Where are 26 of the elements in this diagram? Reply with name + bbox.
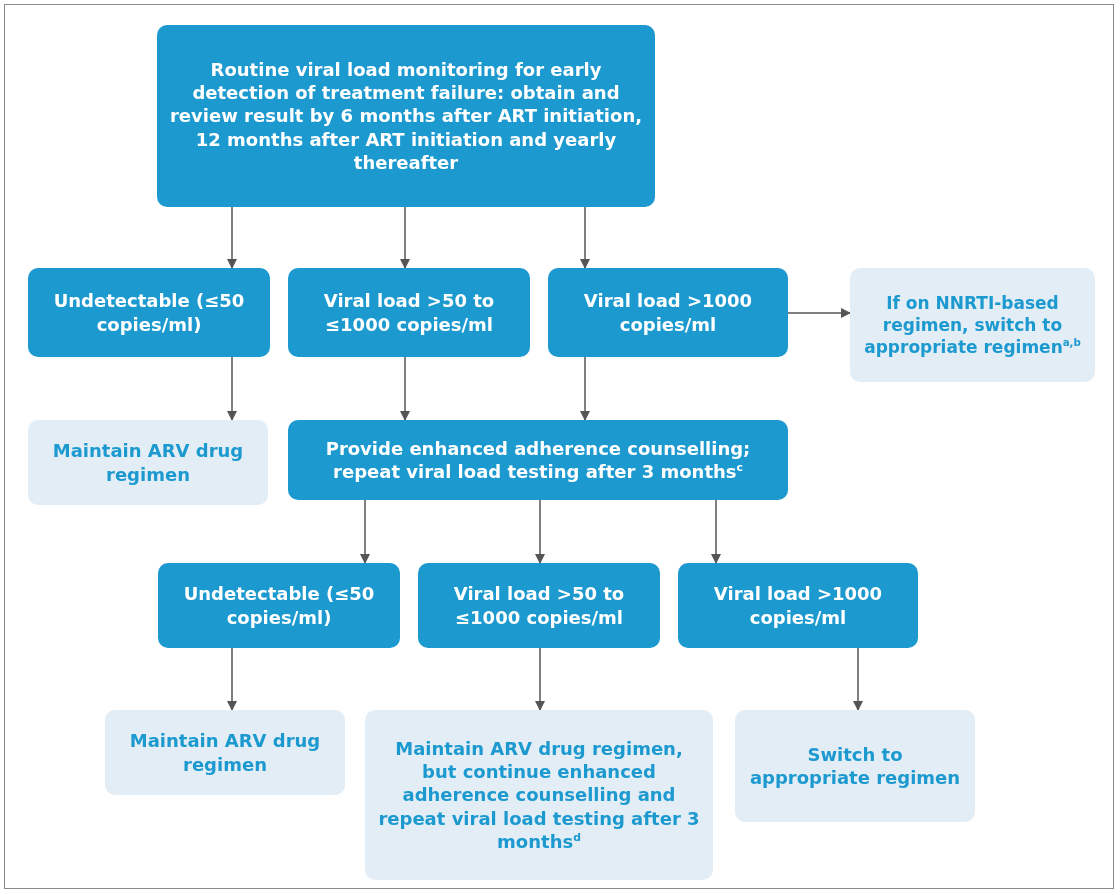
arrow — [535, 647, 545, 711]
outcome-box: If on NNRTI-based regimen, switch to appropriate regimen$^{a,b}$ — [850, 268, 1095, 382]
arrow — [360, 499, 370, 564]
process-box: Undetectable (≤50 copies/ml) — [158, 563, 400, 648]
process-box: Viral load >1000 copies/ml — [548, 268, 788, 357]
process-box: Viral load >1000 copies/ml — [678, 563, 918, 648]
outcome-box: Maintain ARV drug regimen — [105, 710, 345, 795]
arrow — [400, 206, 410, 269]
arrow — [711, 499, 721, 564]
arrow — [227, 356, 237, 421]
outcome-box: Maintain ARV drug regimen, but continue enhanced adherence counselling and repeat viral load testing after 3 months$^{d}$ — [365, 710, 713, 880]
arrow — [227, 647, 237, 711]
arrow — [400, 356, 410, 421]
outcome-box: Maintain ARV drug regimen — [28, 420, 268, 505]
process-box: Routine viral load monitoring for early detection of treatment failure: obtain and review result by 6 months after ART initiation, 12 months after ART initiation and yearly thereafter — [157, 25, 655, 207]
arrow — [580, 356, 590, 421]
arrow — [535, 499, 545, 564]
process-box: Viral load >50 to ≤1000 copies/ml — [418, 563, 660, 648]
process-box: Provide enhanced adherence counselling; repeat viral load testing after 3 months$^{c}$ — [288, 420, 788, 500]
process-box: Undetectable (≤50 copies/ml) — [28, 268, 270, 357]
arrow — [580, 206, 590, 269]
outcome-box: Switch to appropriate regimen — [735, 710, 975, 822]
process-box: Viral load >50 to ≤1000 copies/ml — [288, 268, 530, 357]
arrow — [853, 647, 863, 711]
arrow — [227, 206, 237, 269]
arrow — [787, 308, 851, 318]
